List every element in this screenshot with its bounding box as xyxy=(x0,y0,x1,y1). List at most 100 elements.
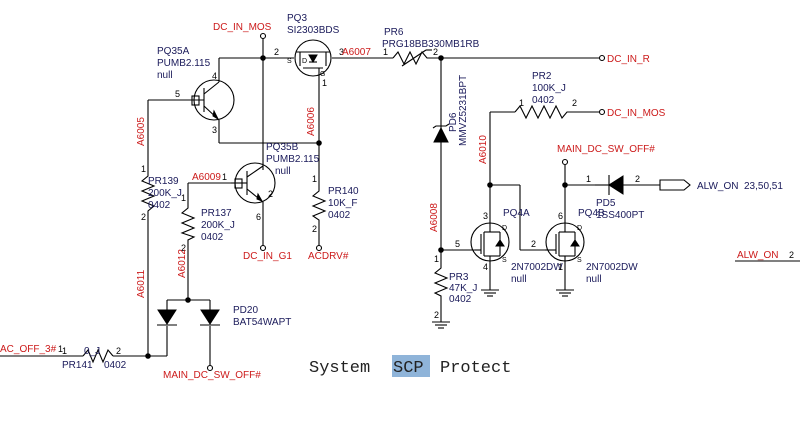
pq4b-pin-6: 6 xyxy=(558,211,563,221)
pr137-size: 0402 xyxy=(201,232,224,243)
net-dc-in-mos-right: DC_IN_MOS xyxy=(607,108,666,119)
wire-a6010: A6010 xyxy=(478,135,489,164)
pr139-pin-2: 2 xyxy=(141,212,146,222)
pq4b-part: 2N7002DW xyxy=(586,262,638,273)
net-dc-in-r: DC_IN_R xyxy=(607,54,650,65)
pr140-ref: PR140 xyxy=(328,186,359,197)
caption-highlight: SCP xyxy=(393,359,424,378)
pq35a-ref: PQ35A xyxy=(157,46,190,57)
pq35a-value: null xyxy=(157,70,173,81)
pq3-part: SI2303BDS xyxy=(287,25,340,36)
caption-before: System xyxy=(309,359,370,378)
net-acdrv: ACDRV# xyxy=(308,251,349,262)
caption-after: Protect xyxy=(440,359,511,378)
pq4b-pin-1: 1 xyxy=(558,262,563,272)
net-labels: DC_IN_MOS DC_IN_R DC_IN_MOS MAIN_DC_SW_O… xyxy=(0,22,794,381)
pr141-ref: PR141 xyxy=(62,360,93,371)
pr141-resistor: PR141 0_J 0402 1 2 xyxy=(62,346,127,371)
pr6-pin-2: 2 xyxy=(433,47,438,57)
pr137-ref: PR137 xyxy=(201,208,232,219)
pr137-resistor: PR137 200K_J 0402 1 2 xyxy=(180,193,235,253)
pq4b-ground-symbol xyxy=(556,289,574,297)
pq3-d-letter: D xyxy=(302,58,307,65)
pq3-g-letter: G xyxy=(320,71,325,78)
pr140-pin-1: 1 xyxy=(312,174,317,184)
pq4b-ref: PQ4B xyxy=(578,208,605,219)
pq35b-ref: PQ35B xyxy=(266,142,299,153)
pr3-ref: PR3 xyxy=(449,272,469,283)
wire-a6007: A6007 xyxy=(342,47,371,58)
pr6-ref: PR6 xyxy=(384,27,404,38)
wire-a6009: A6009 xyxy=(192,172,221,183)
pq4b-mosfet: PQ4B 2N7002DW null 6 2 1 D S xyxy=(531,208,638,285)
pr3-value: 47K_J xyxy=(449,283,477,294)
pq4a-ref: PQ4A xyxy=(503,208,530,219)
pq4a-part: 2N7002DW xyxy=(511,262,563,273)
pr6-ptc: PR6 PRG18BB330MB1RB 1 2 xyxy=(382,27,480,67)
pr3-pin-2: 2 xyxy=(434,310,439,320)
pq35b-value: null xyxy=(275,166,291,177)
pr140-size: 0402 xyxy=(328,210,351,221)
pd20-part: BAT54WAPT xyxy=(233,317,291,328)
pr141-pin-1: 1 xyxy=(62,346,67,356)
pr3-ground-symbol xyxy=(432,321,450,329)
junctions xyxy=(145,55,568,359)
wire-a6011: A6011 xyxy=(136,269,147,298)
net-connectors xyxy=(206,32,691,372)
pd6-part: MMVZ5231BPT xyxy=(458,75,469,146)
net-alw-on-edge: ALW_ON xyxy=(737,250,779,261)
pq4a-mosfet: PQ4A 2N7002DW null 3 5 4 D S xyxy=(455,208,563,285)
pq3-mosfet: D S G PQ3 SI2303BDS 2 3 1 xyxy=(274,13,344,88)
pq35b-pin-2: 2 xyxy=(268,189,273,199)
pq35b-part: PUMB2.115 xyxy=(266,154,320,165)
pr3-pin-1: 1 xyxy=(434,254,439,264)
wire-labels: A6007 A6006 A6005 A6009 A6012 A6011 A601… xyxy=(136,47,489,298)
caption: System SCP Protect xyxy=(309,355,511,378)
pr139-size: 0402 xyxy=(148,200,171,211)
net-ac-off: AC_OFF_3# xyxy=(0,344,57,355)
pq3-ref: PQ3 xyxy=(287,13,307,24)
pr3-resistor: PR3 47K_J 0402 1 2 xyxy=(433,254,477,320)
pd6-zener: PD6 MMVZ5231BPT xyxy=(432,75,469,148)
pq35b-pin-6: 6 xyxy=(256,212,261,222)
pr2-ref: PR2 xyxy=(532,71,552,82)
net-alw-on: ALW_ON xyxy=(697,181,739,192)
net-ac-off-pin: 1 xyxy=(58,344,63,354)
wire-a6008: A6008 xyxy=(429,203,440,232)
pq35a-pin-emitter: 3 xyxy=(212,125,217,135)
pr2-resistor: PR2 100K_J 0402 1 2 xyxy=(514,71,577,120)
pr141-size: 0402 xyxy=(104,360,127,371)
pq4b-value: null xyxy=(586,274,602,285)
wire-a6006: A6006 xyxy=(306,107,317,136)
wires xyxy=(0,38,800,366)
pq3-pin-gate: 1 xyxy=(322,78,327,88)
pr3-size: 0402 xyxy=(449,294,472,305)
pd5-pin-2: 2 xyxy=(635,174,640,184)
pq3-pin-source: 3 xyxy=(339,47,344,57)
pr141-pin-2: 2 xyxy=(116,346,121,356)
pd6-ref: PD6 xyxy=(448,112,459,132)
net-dc-in-mos-top: DC_IN_MOS xyxy=(213,22,272,33)
net-dc-in-g1: DC_IN_G1 xyxy=(243,251,292,262)
pr139-resistor: PR139 200K_J 0402 1 2 xyxy=(140,164,182,222)
pr137-pin-2: 2 xyxy=(181,243,186,253)
pr140-pin-2: 2 xyxy=(312,224,317,234)
wire-a6005: A6005 xyxy=(136,117,147,146)
pq4a-pin-4: 4 xyxy=(483,262,488,272)
pr2-value: 100K_J xyxy=(532,83,566,94)
pr6-pin-1: 1 xyxy=(383,47,388,57)
pd5-pin-1: 1 xyxy=(586,174,591,184)
pq4a-pin-5: 5 xyxy=(455,239,460,249)
net-main-dc-sw-off-bottom: MAIN_DC_SW_OFF# xyxy=(163,370,261,381)
pr2-pin-2: 2 xyxy=(572,98,577,108)
pq3-s-letter: S xyxy=(287,58,292,65)
net-alw-on-edge-pin: 2 xyxy=(789,250,794,260)
pd5-part: 1SS400PT xyxy=(596,210,644,221)
pq35a-pin-collector: 4 xyxy=(212,71,217,81)
pr2-size: 0402 xyxy=(532,95,555,106)
pr137-value: 200K_J xyxy=(201,220,235,231)
net-alw-on-refs: 23,50,51 xyxy=(744,181,783,192)
pr6-part: PRG18BB330MB1RB xyxy=(382,39,480,50)
pr141-value: 0_J xyxy=(84,346,100,357)
